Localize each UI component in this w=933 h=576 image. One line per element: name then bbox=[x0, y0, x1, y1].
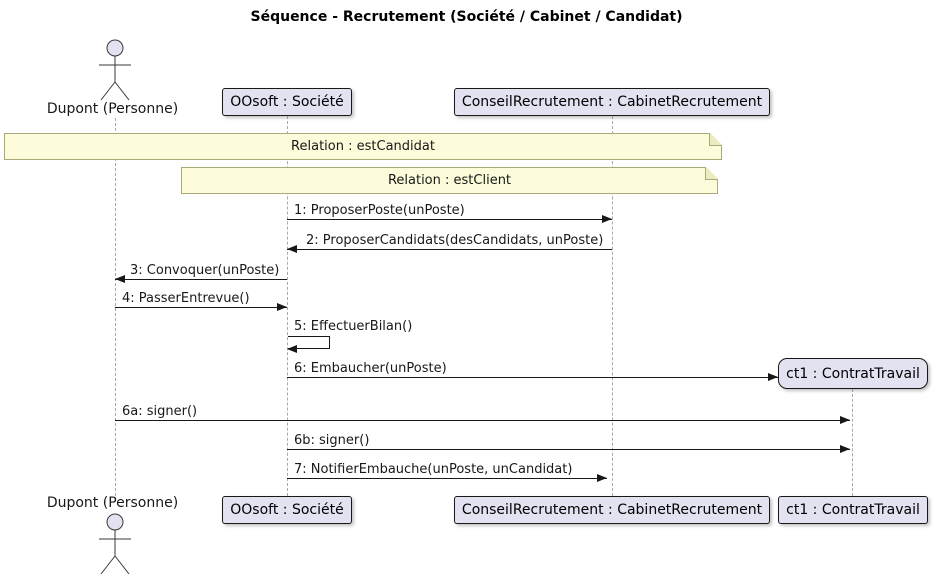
message-6a-arrow bbox=[115, 416, 850, 424]
actor-label-top: Dupont (Personne) bbox=[46, 101, 179, 117]
actor-icon bbox=[99, 513, 131, 575]
participant-conseil-top: ConseilRecrutement : CabinetRecrutement bbox=[454, 88, 770, 116]
message-2-arrow bbox=[287, 245, 612, 253]
note-est-candidat-text: Relation : estCandidat bbox=[291, 139, 435, 154]
message-4-arrow bbox=[115, 303, 287, 311]
lifeline-oosoft bbox=[287, 116, 288, 496]
note-fold-icon bbox=[705, 167, 718, 180]
lifeline-conseil bbox=[612, 116, 613, 496]
lifeline-ct1 bbox=[852, 389, 853, 496]
message-2-label: 2: ProposerCandidats(desCandidats, unPos… bbox=[306, 233, 604, 248]
message-6b-label: 6b: signer() bbox=[294, 433, 370, 448]
message-5-self-arrow bbox=[287, 336, 330, 353]
participant-ct1-created: ct1 : ContratTravail bbox=[778, 358, 928, 389]
note-est-client: Relation : estClient bbox=[181, 167, 718, 194]
actor-icon bbox=[99, 39, 131, 101]
message-3-label: 3: Convoquer(unPoste) bbox=[130, 263, 280, 278]
message-6b-arrow bbox=[287, 445, 850, 453]
message-5-label: 5: EffectuerBilan() bbox=[294, 319, 413, 334]
message-6-label: 6: Embaucher(unPoste) bbox=[294, 361, 447, 376]
message-1-arrow bbox=[287, 215, 612, 223]
note-fold-icon bbox=[709, 133, 722, 146]
message-3-arrow bbox=[115, 275, 287, 283]
note-est-client-text: Relation : estClient bbox=[387, 173, 512, 188]
participant-oosoft-top: OOsoft : Société bbox=[222, 88, 352, 116]
participant-oosoft-bottom: OOsoft : Société bbox=[222, 496, 352, 524]
participant-ct1-bottom: ct1 : ContratTravail bbox=[778, 496, 928, 524]
message-6-arrow bbox=[287, 373, 778, 381]
message-6a-label: 6a: signer() bbox=[122, 404, 198, 419]
message-4-label: 4: PasserEntrevue() bbox=[122, 291, 250, 306]
message-7-arrow bbox=[287, 474, 607, 482]
message-1-label: 1: ProposerPoste(unPoste) bbox=[294, 203, 465, 218]
note-est-candidat: Relation : estCandidat bbox=[4, 133, 722, 160]
actor-label-bottom: Dupont (Personne) bbox=[46, 495, 179, 511]
diagram-title: Séquence - Recrutement (Société / Cabine… bbox=[250, 9, 683, 25]
participant-conseil-bottom: ConseilRecrutement : CabinetRecrutement bbox=[454, 496, 770, 524]
message-7-label: 7: NotifierEmbauche(unPoste, unCandidat) bbox=[294, 462, 573, 477]
